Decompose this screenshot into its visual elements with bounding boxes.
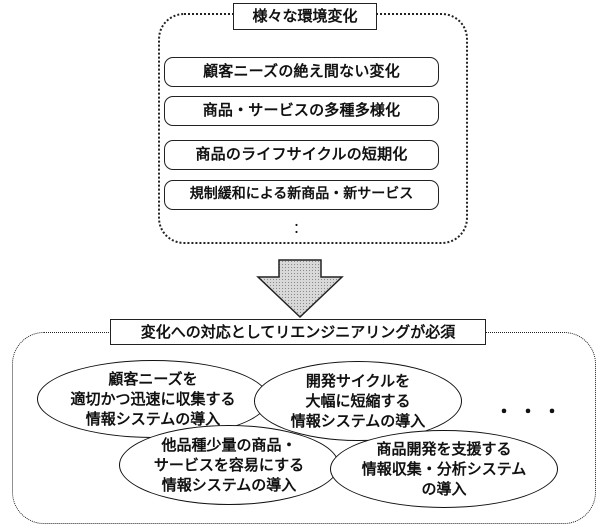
- oval-line: 適切かつ迅速に収集する: [70, 390, 236, 408]
- oval-customer-needs-system: 顧客ニーズを 適切かつ迅速に収集する 情報システムの導入: [37, 360, 269, 438]
- oval-line: 他品種少量の商品・: [161, 436, 297, 454]
- oval-line: の導入: [421, 480, 467, 498]
- oval-line: 情報収集・分析システム: [361, 460, 527, 478]
- oval-line: 情報システムの導入: [161, 476, 297, 494]
- more-items-ellipsis: ・・・: [495, 402, 567, 423]
- oval-line: 情報システムの導入: [85, 410, 221, 428]
- ellipsis: ：: [293, 221, 307, 237]
- oval-small-lot-products-system: 他品種少量の商品・ サービスを容易にする 情報システムの導入: [119, 425, 339, 505]
- oval-development-cycle-system: 開発サイクルを 大幅に短縮する 情報システムの導入: [254, 361, 462, 441]
- reengineering-title: 変化への対応としてリエンジニアリングが必須: [110, 319, 486, 345]
- oval-line: 顧客ニーズを: [108, 370, 198, 388]
- oval-line: 大幅に短縮する: [305, 392, 411, 410]
- environment-change-title: 様々な環境変化: [233, 3, 377, 30]
- change-item-deregulation: 規制緩和による新商品・新サービス: [164, 180, 439, 210]
- oval-product-development-system: 商品開発を支援する 情報収集・分析システム の導入: [330, 430, 558, 508]
- change-item-customer-needs: 顧客ニーズの絶え間ない変化: [164, 57, 439, 87]
- change-item-diversification: 商品・サービスの多種多様化: [164, 96, 439, 126]
- oval-line: 商品開発を支援する: [376, 440, 512, 458]
- oval-line: 開発サイクルを: [305, 372, 411, 390]
- oval-line: サービスを容易にする: [153, 456, 305, 474]
- change-item-lifecycle: 商品のライフサイクルの短期化: [164, 140, 439, 170]
- oval-line: 情報システムの導入: [290, 412, 426, 430]
